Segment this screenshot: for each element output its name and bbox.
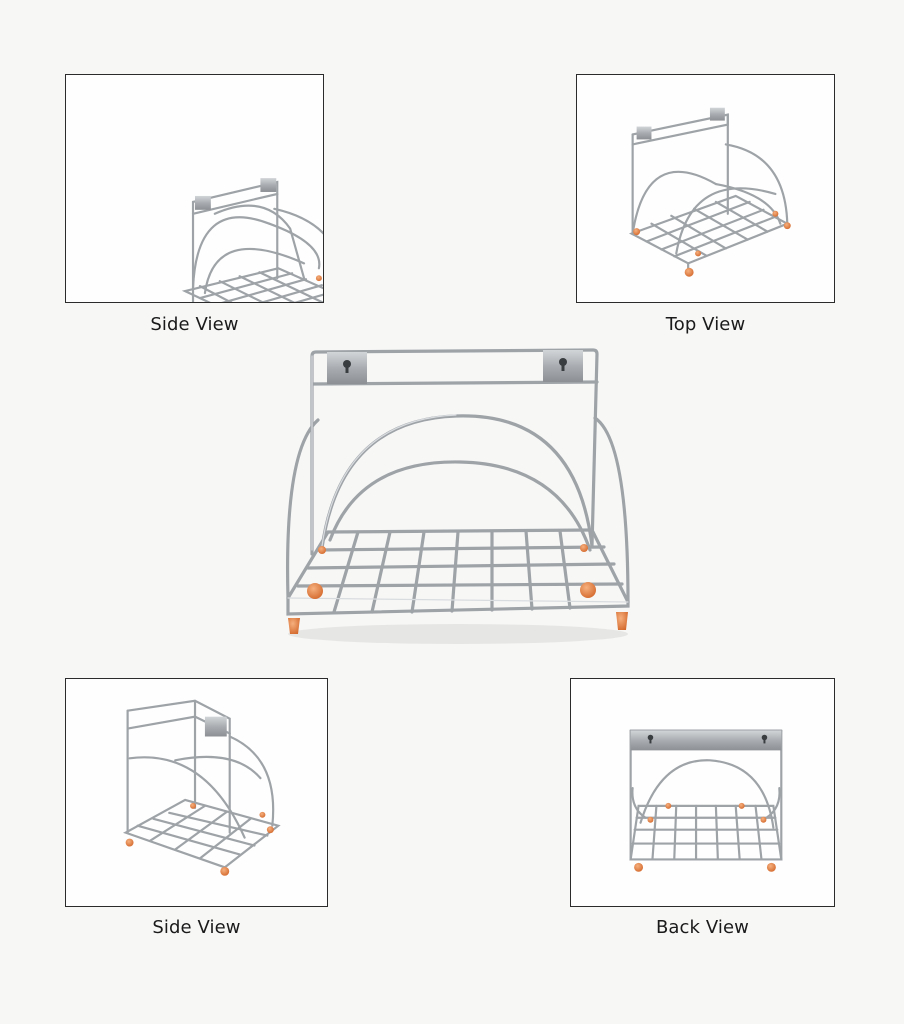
view-caption-back: Back View — [655, 917, 750, 938]
rack-side-view-illustration — [181, 178, 323, 302]
keyhole-icon — [204, 716, 227, 737]
view-caption-side-1: Side View — [150, 314, 239, 335]
keyhole-icon — [327, 352, 367, 384]
rack-side-view-illustration-2 — [122, 699, 281, 876]
product-main-illustration — [270, 340, 645, 650]
rack-back-view-illustration — [629, 729, 783, 872]
back-plate — [630, 730, 782, 751]
view-frame-side-1 — [65, 74, 324, 303]
rack-top-view-illustration — [628, 107, 791, 277]
rubber-feet — [288, 544, 628, 634]
view-frame-back — [570, 678, 835, 907]
view-frame-top — [576, 74, 835, 303]
view-frame-side-2 — [65, 678, 328, 907]
keyhole-icon — [647, 734, 654, 744]
keyhole-icon — [194, 195, 211, 210]
keyhole-icon — [636, 126, 652, 140]
view-caption-top: Top View — [665, 314, 746, 335]
view-caption-side-2: Side View — [152, 917, 241, 938]
